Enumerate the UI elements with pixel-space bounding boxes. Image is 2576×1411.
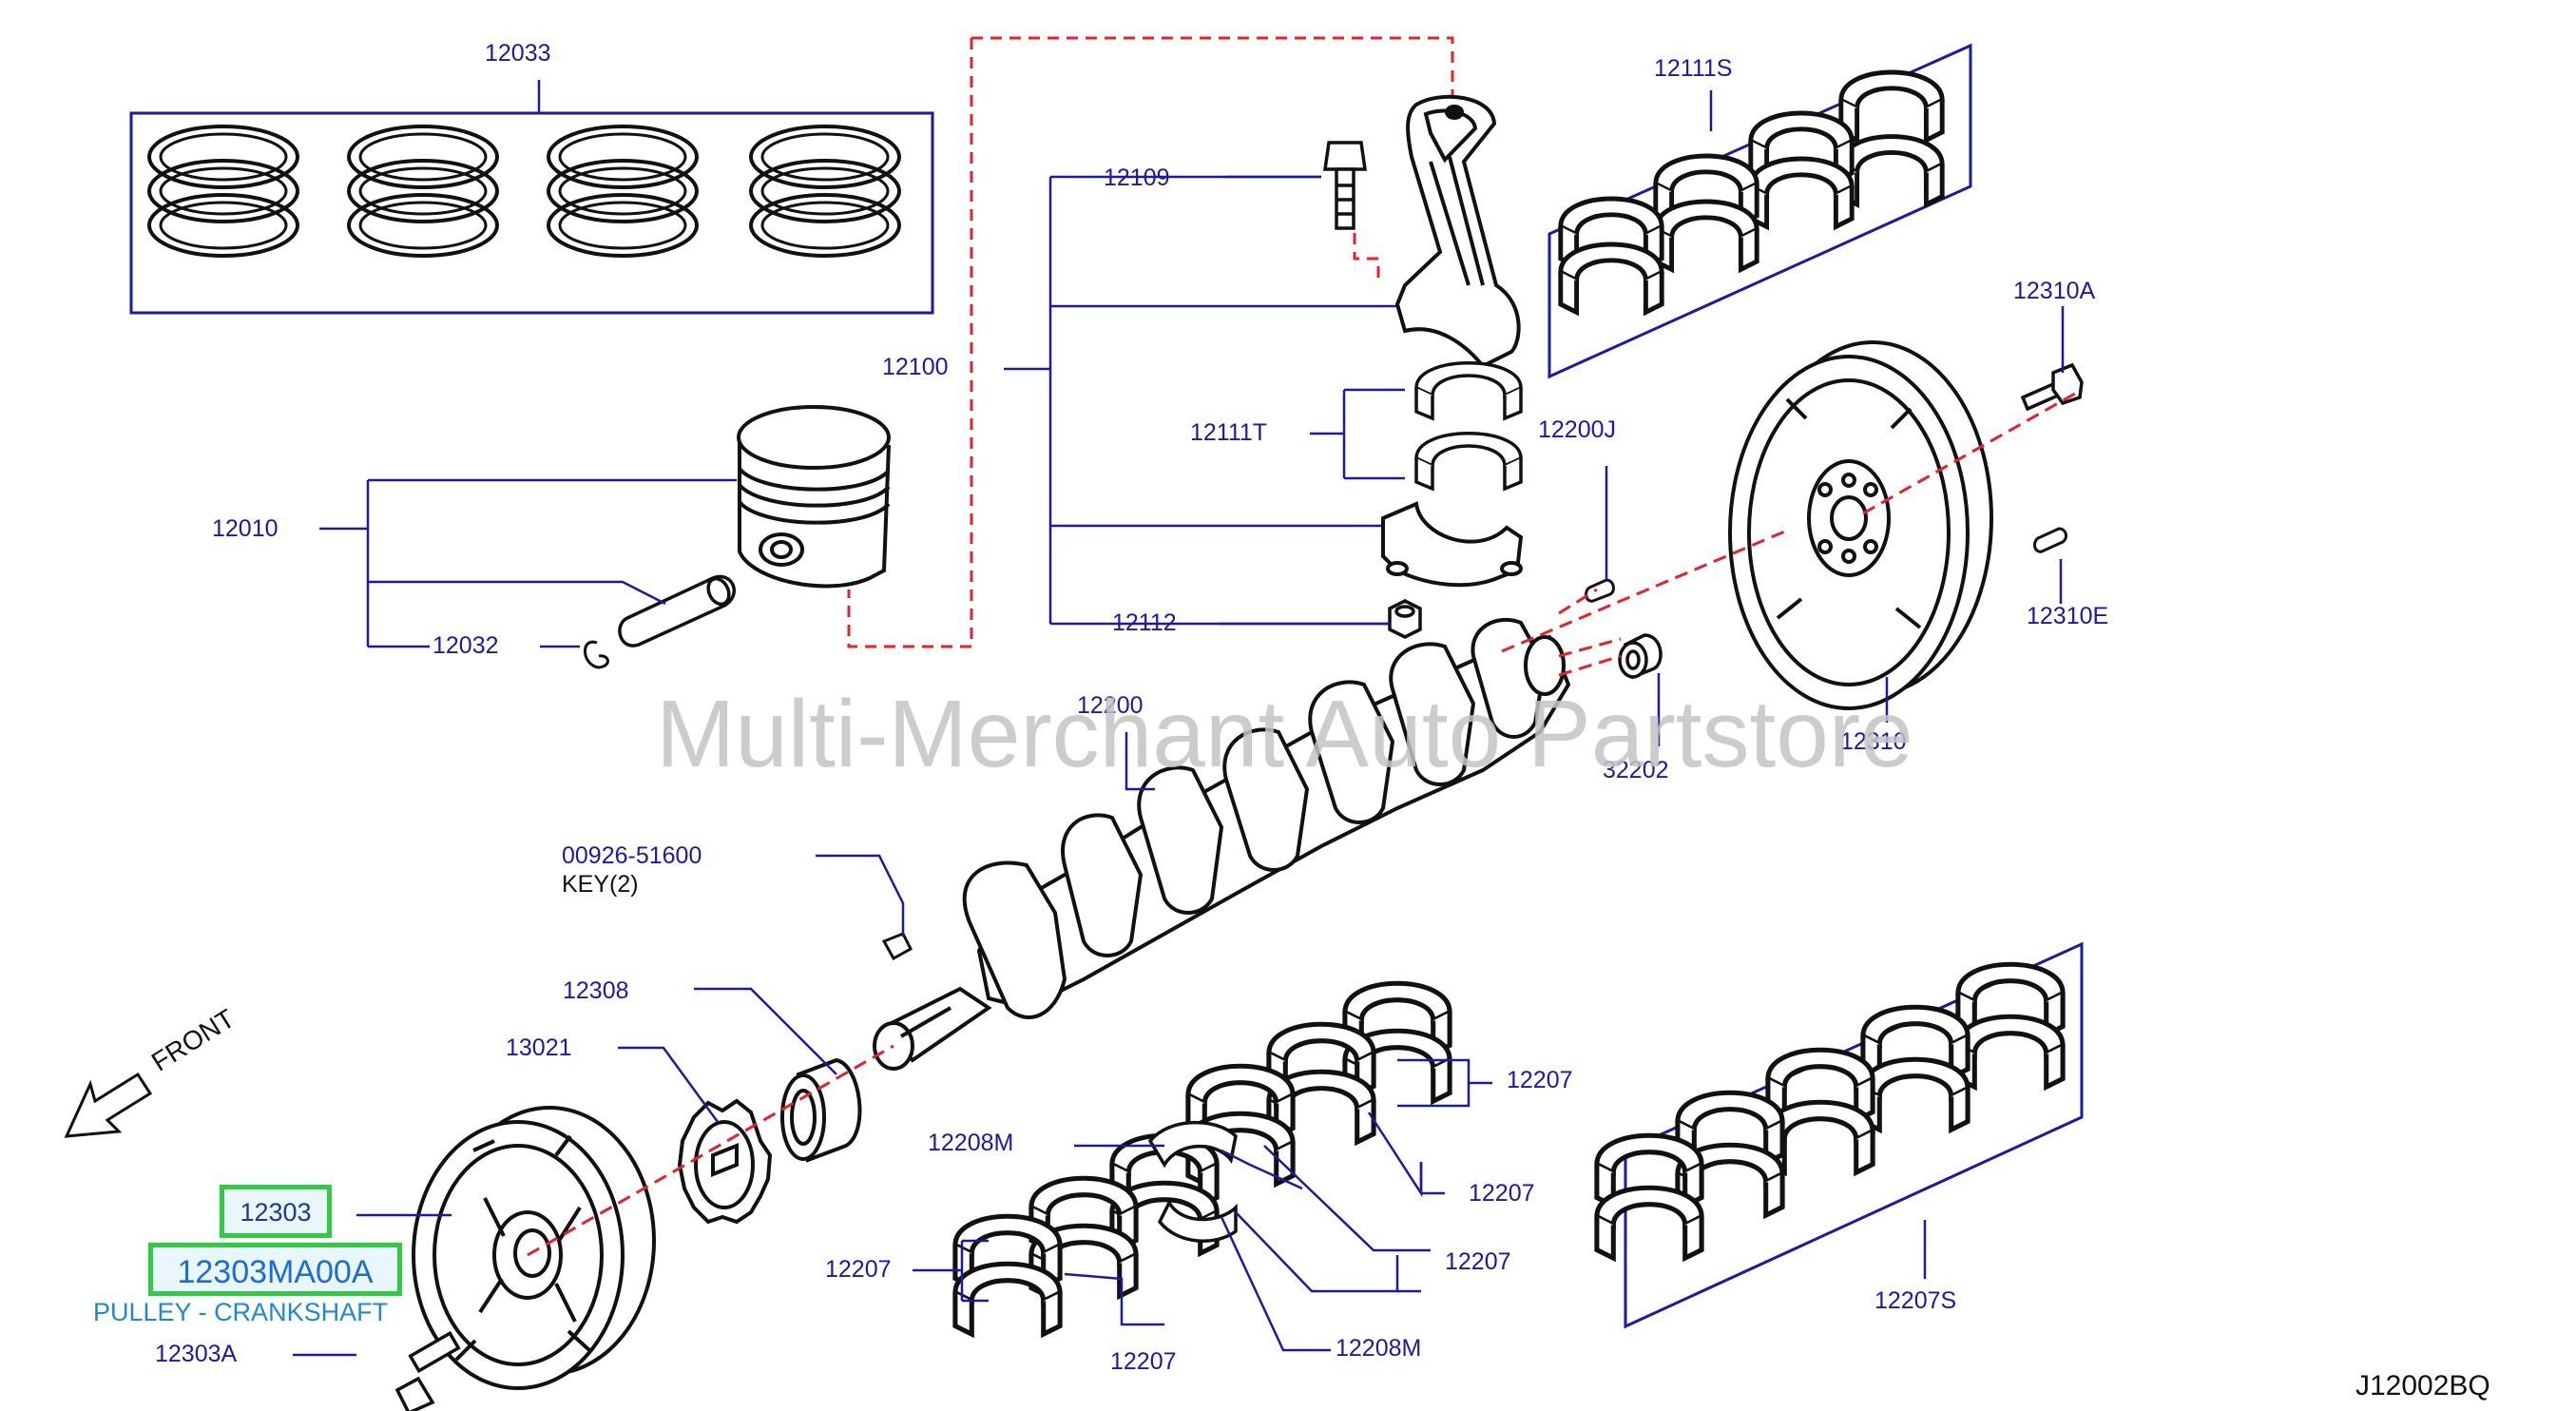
label-12310A[interactable]: 12310A xyxy=(2013,278,2096,304)
highlight-part-full-number[interactable]: 12303MA00A xyxy=(148,1243,402,1296)
main-bearing-set xyxy=(1597,941,2084,1329)
label-00926-51600[interactable]: 00926-51600 xyxy=(562,842,702,869)
label-12207-bottom[interactable]: 12207 xyxy=(1110,1348,1177,1375)
label-12200[interactable]: 12200 xyxy=(1077,692,1144,719)
watermark: Multi-Merchant Auto Partstore xyxy=(656,681,1913,787)
pulley-bolt xyxy=(394,1330,461,1411)
crank-spacer xyxy=(780,1057,862,1163)
rod-nut xyxy=(1388,599,1422,639)
label-key: KEY(2) xyxy=(562,871,639,898)
label-12207-mid[interactable]: 12207 xyxy=(1445,1248,1511,1275)
piston-ring-set xyxy=(129,80,934,315)
label-12112[interactable]: 12112 xyxy=(1112,609,1177,636)
label-12200J[interactable]: 12200J xyxy=(1538,416,1617,443)
label-12310[interactable]: 12310 xyxy=(1840,728,1907,755)
label-12032[interactable]: 12032 xyxy=(433,632,499,659)
flywheel xyxy=(1728,340,1993,710)
woodruff-key xyxy=(881,932,913,961)
flywheel-bolt xyxy=(2020,362,2084,412)
rod-bearing-pair xyxy=(1414,361,1523,421)
snap-ring xyxy=(584,640,609,669)
assembly-dashed-outline xyxy=(847,36,1454,648)
label-12207-right[interactable]: 12207 xyxy=(1469,1180,1535,1207)
label-12208M-top[interactable]: 12208M xyxy=(928,1130,1014,1156)
crankshaft-pulley xyxy=(412,1106,656,1390)
label-12207-top[interactable]: 12207 xyxy=(1507,1067,1573,1093)
rod-bolt xyxy=(1322,141,1368,230)
front-arrow xyxy=(64,1072,153,1138)
label-12100[interactable]: 12100 xyxy=(882,354,949,380)
label-12303A[interactable]: 12303A xyxy=(155,1341,238,1367)
label-12207S[interactable]: 12207S xyxy=(1874,1287,1957,1314)
crank-dowel xyxy=(1585,578,1615,603)
piston-bracket xyxy=(319,478,737,648)
main-bearing-leaders xyxy=(913,1058,1492,1352)
label-12111S[interactable]: 12111S xyxy=(1654,55,1733,82)
label-32202[interactable]: 32202 xyxy=(1603,757,1669,783)
label-12310E[interactable]: 12310E xyxy=(2027,603,2109,629)
leader-lines xyxy=(293,175,2065,1357)
connecting-rod xyxy=(1394,94,1521,369)
crankshaft xyxy=(873,617,1571,1071)
main-bearing-shells xyxy=(955,983,1450,1334)
part-description: PULLEY - CRANKSHAFT xyxy=(93,1298,389,1326)
label-12308[interactable]: 12308 xyxy=(563,977,629,1004)
crank-sprocket xyxy=(677,1098,773,1225)
flywheel-dowel xyxy=(2033,527,2067,553)
highlight-part-number[interactable]: 12303 xyxy=(220,1185,332,1238)
label-12111T[interactable]: 12111T xyxy=(1190,419,1268,446)
label-12109[interactable]: 12109 xyxy=(1104,164,1170,191)
rod-bearing-pair-lower xyxy=(1414,432,1523,492)
label-12033[interactable]: 12033 xyxy=(485,40,551,67)
label-12207-left[interactable]: 12207 xyxy=(825,1256,892,1283)
label-13021[interactable]: 13021 xyxy=(506,1034,572,1061)
piston xyxy=(737,405,891,589)
pilot-bushing xyxy=(1618,633,1663,680)
rod-cap xyxy=(1381,501,1524,588)
rod-assembly-bracket xyxy=(1004,175,1405,626)
label-12208M-bottom[interactable]: 12208M xyxy=(1336,1335,1422,1362)
rod-bearing-set xyxy=(1548,43,1972,379)
label-12010[interactable]: 12010 xyxy=(212,515,279,542)
alignment-lines xyxy=(527,388,2083,1257)
diagram-code: J12002BQ xyxy=(2355,1370,2490,1401)
piston-pin xyxy=(618,574,736,648)
